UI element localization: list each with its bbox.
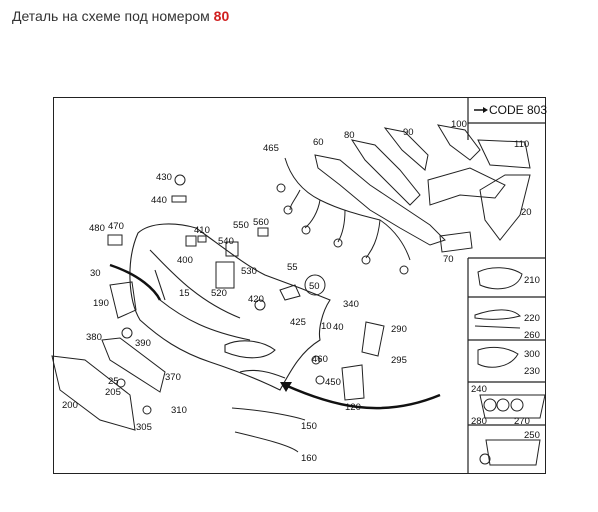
part-label: 480 <box>89 223 105 234</box>
part-label: 560 <box>253 217 269 228</box>
part-label: 470 <box>108 221 124 232</box>
bumper-illustration <box>129 223 331 391</box>
part-label: 390 <box>135 338 151 349</box>
part-label: 220 <box>524 313 540 324</box>
part-label: 40 <box>333 322 344 333</box>
part-label: 25 <box>108 376 119 387</box>
small-parts <box>51 174 385 453</box>
pointer-arrows <box>109 263 441 410</box>
part-label: 410 <box>194 225 210 236</box>
part-label: 520 <box>211 288 227 299</box>
wiring-harness <box>276 157 411 275</box>
part-label: 270 <box>514 416 530 427</box>
part-label: 110 <box>514 139 529 150</box>
part-label: 30 <box>90 268 101 279</box>
part-label: 465 <box>263 143 279 154</box>
code-label: CODE 803 <box>489 103 547 117</box>
part-label: 460 <box>312 354 328 365</box>
part-label: 380 <box>86 332 102 343</box>
part-label: 260 <box>524 330 540 341</box>
part-label: 150 <box>301 421 317 432</box>
part-label: 205 <box>105 387 121 398</box>
part-label: 210 <box>524 275 540 286</box>
part-label: 400 <box>177 255 193 266</box>
part-label: 540 <box>218 236 234 247</box>
heading-prefix: Деталь на схеме под номером <box>12 8 210 24</box>
highlighted-part-number: 80 <box>213 8 230 24</box>
part-label: 450 <box>325 377 341 388</box>
part-label: 190 <box>93 298 109 309</box>
part-label: 425 <box>290 317 306 328</box>
part-label: 80 <box>344 130 355 141</box>
part-label: 340 <box>343 299 359 310</box>
part-labels: 10 15 20 25 30 40 50 55 60 70 80 90 100 … <box>62 119 540 464</box>
part-label: 230 <box>524 366 540 377</box>
impact-bar-parts <box>314 124 531 253</box>
part-label: 300 <box>524 349 540 360</box>
part-label: 310 <box>171 405 187 416</box>
part-label: 530 <box>241 266 257 277</box>
arrow-head <box>280 382 292 392</box>
part-label: 250 <box>524 430 540 441</box>
code-box: CODE 803 <box>474 103 547 117</box>
part-label: 430 <box>156 172 172 183</box>
page-heading: Деталь на схеме под номером 80 <box>12 8 229 24</box>
part-label: 280 <box>471 416 487 427</box>
part-label: 10 <box>321 321 332 332</box>
part-label: 90 <box>403 127 414 138</box>
part-label: 295 <box>391 355 407 366</box>
part-label: 440 <box>151 195 167 206</box>
part-label: 50 <box>309 281 320 292</box>
part-label: 160 <box>301 453 317 464</box>
parts-diagram-frame <box>53 97 546 474</box>
side-panel-thumbnails <box>474 267 546 466</box>
part-label: 55 <box>287 262 298 273</box>
part-label: 20 <box>521 207 532 218</box>
part-label: 305 <box>136 422 152 433</box>
part-label: 550 <box>233 220 249 231</box>
side-panel-frame <box>467 97 546 474</box>
part-label: 240 <box>471 384 487 395</box>
part-label: 370 <box>165 372 181 383</box>
part-label: 15 <box>179 288 190 299</box>
part-label: 420 <box>248 294 264 305</box>
part-label: 60 <box>313 137 324 148</box>
part-label: 290 <box>391 324 407 335</box>
part-label: 100 <box>451 119 467 130</box>
part-label: 70 <box>443 254 454 265</box>
part-label: 200 <box>62 400 78 411</box>
part-label: 120 <box>345 402 361 413</box>
